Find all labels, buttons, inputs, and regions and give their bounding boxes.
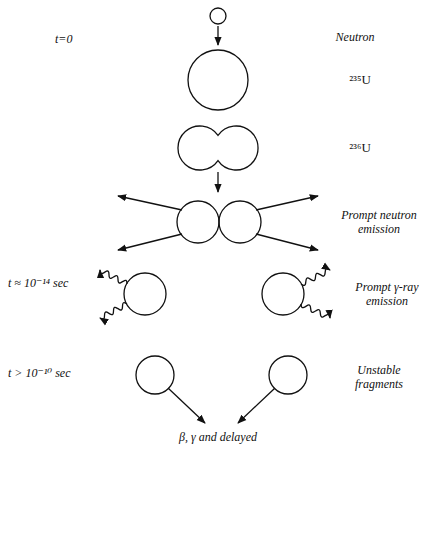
fragment-circle: [219, 201, 261, 243]
annotation-label: t=0: [55, 32, 105, 46]
split-arrow: [217, 172, 218, 192]
decay-arrow: [168, 388, 205, 423]
gamma-ray-arrow: [301, 269, 330, 286]
neutron-emission-arrow: [256, 234, 318, 250]
u235-nucleus: [188, 50, 248, 110]
gamma-ray-arrow: [100, 270, 127, 284]
annotation-label: Unstable fragments: [333, 363, 425, 392]
fragment-circle: [124, 273, 166, 315]
annotation-label: β, γ and delayed: [140, 430, 296, 444]
annotation-label: t > 10⁻¹⁰ sec: [8, 366, 98, 380]
gamma-ray-arrow: [100, 303, 127, 320]
neutron-emission-arrow: [118, 234, 182, 250]
neutron-emission-arrow: [118, 196, 182, 210]
decay-arrow: [238, 388, 275, 423]
annotation-label: Prompt neutron emission: [333, 208, 425, 237]
neutron-circle: [210, 8, 226, 24]
u236-nucleus: [178, 126, 258, 170]
annotation-label: t ≈ 10⁻¹⁴ sec: [8, 276, 98, 290]
neutron-emission-arrow: [256, 196, 318, 210]
annotation-label: ²³⁵U: [330, 72, 390, 88]
fragment-circle: [177, 201, 219, 243]
annotation-label: Neutron: [315, 30, 395, 44]
fragment-circle: [262, 273, 304, 315]
gamma-ray-arrow: [301, 304, 330, 318]
annotation-label: Prompt γ-ray emission: [343, 280, 431, 309]
neutron-arrow: [217, 26, 218, 45]
annotation-label: ²³⁶U: [330, 140, 390, 156]
